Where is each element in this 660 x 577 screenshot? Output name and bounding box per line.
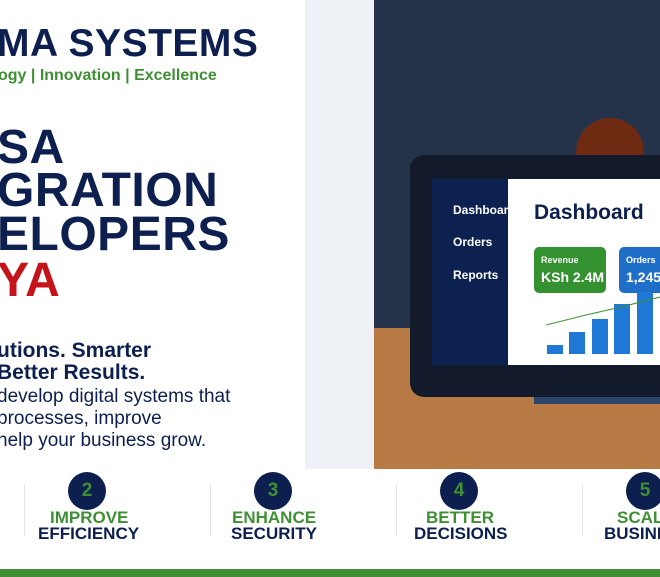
dashboard-chart-bar (637, 292, 653, 354)
feature-title: BETTER (426, 508, 494, 527)
revenue-label: Revenue (541, 255, 579, 265)
brand-tagline: ogy | Innovation | Excellence (0, 67, 217, 84)
hero-image-margin (305, 0, 374, 469)
hero-image: Dashboar Orders Reports Dashboard Revenu… (374, 0, 660, 469)
body-line-1: develop digital systems that (0, 386, 231, 407)
dashboard-sidebar (432, 179, 510, 365)
revenue-card: Revenue KSh 2.4M (534, 247, 606, 293)
dashboard-nav-dashboard: Dashboar (453, 203, 509, 217)
headline-line-4: YA (0, 254, 61, 307)
orders-value: 1,245 (626, 269, 660, 285)
feature-subtitle: DECISIONS (414, 524, 508, 543)
subheadline-line-2: Better Results. (0, 361, 146, 384)
dashboard-nav-reports: Reports (453, 268, 499, 282)
dashboard-chart-bar (592, 319, 608, 354)
feature-number: 3 (254, 472, 292, 510)
feature-title: ENHANCE (232, 508, 317, 527)
feature-divider (396, 484, 397, 536)
feature-subtitle: SECURITY (231, 524, 317, 543)
orders-card: Orders 1,245 (619, 247, 660, 293)
headline-line-2: GRATION (0, 164, 219, 217)
body-line-3: help your business grow. (0, 430, 207, 451)
feature-subtitle: EFFICIENCY (38, 524, 140, 543)
feature-subtitle: BUSINE (604, 524, 660, 543)
feature-divider (24, 484, 25, 536)
feature-divider (582, 484, 583, 536)
headline-line-3: ELOPERS (0, 208, 230, 261)
bottom-accent-bar (0, 569, 660, 577)
headline-line-1: SA (0, 121, 65, 174)
dashboard-trend-line (546, 296, 660, 326)
feature-title: SCAL (617, 508, 660, 527)
feature-title: IMPROVE (50, 508, 129, 527)
feature-number: 4 (440, 472, 478, 510)
dashboard-nav-orders: Orders (453, 235, 493, 249)
orders-label: Orders (626, 255, 656, 265)
feature-divider (210, 484, 211, 536)
dashboard-chart-bar (547, 345, 563, 354)
feature-number: 5 (626, 472, 660, 510)
dashboard-chart-bar (614, 304, 630, 354)
body-line-2: processes, improve (0, 408, 162, 429)
feature-number: 2 (68, 472, 106, 510)
features-strip: 2 IMPROVE EFFICIENCY 3 ENHANCE SECURITY … (0, 469, 660, 569)
dashboard-main: Dashboard Revenue KSh 2.4M Orders 1,245 (508, 179, 660, 365)
dashboard-title: Dashboard (534, 201, 644, 224)
subheadline-line-1: utions. Smarter (0, 339, 152, 362)
brand-name: MA SYSTEMS (0, 22, 259, 65)
revenue-value: KSh 2.4M (541, 269, 605, 285)
dashboard-chart-bar (569, 332, 585, 354)
